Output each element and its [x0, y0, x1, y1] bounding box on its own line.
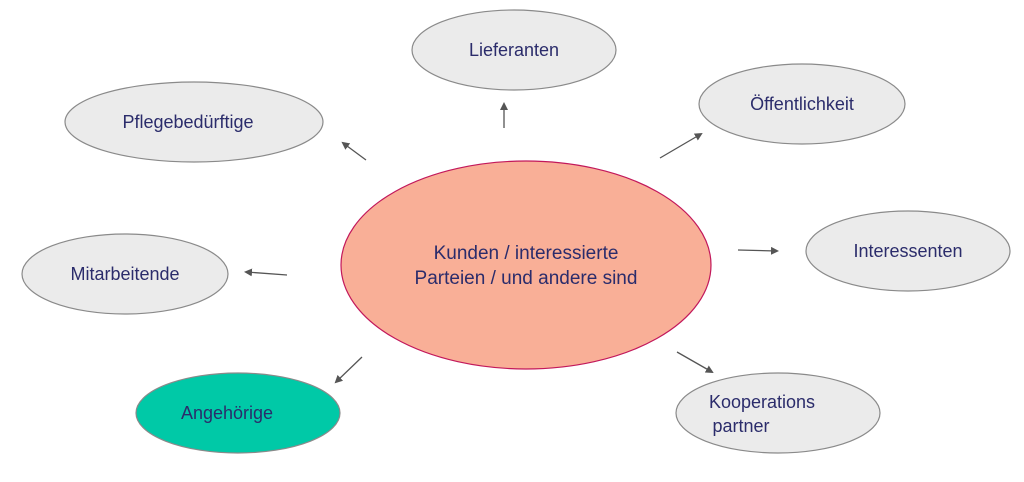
node-lieferanten-ellipse: [411, 9, 617, 91]
node-oeffentlichkeit: Öffentlichkeit: [698, 63, 906, 145]
node-pflegebeduerftige-ellipse: [64, 81, 324, 163]
node-kooperationspartner: Kooperations partner: [675, 372, 881, 454]
node-lieferanten-label: Lieferanten: [469, 40, 559, 60]
node-oeffentlichkeit-ellipse: [698, 63, 906, 145]
arrow-to-angehoerige: [334, 356, 363, 384]
center-label-line2: Parteien / und andere sind: [415, 268, 638, 289]
node-pflegebeduerftige: Pflegebedürftige: [64, 81, 324, 163]
center-node: Kunden / interessierte Parteien / und an…: [340, 160, 712, 370]
node-angehoerige-label: Angehörige: [181, 403, 273, 423]
arrow-to-mitarbeitende: [244, 268, 288, 277]
arrow-to-pflegebeduerftige: [341, 141, 367, 161]
node-pflegebeduerftige-label: Pflegebedürftige: [122, 112, 253, 132]
node-lieferanten: Lieferanten: [411, 9, 617, 91]
arrow-to-kooperationspartner: [676, 351, 714, 373]
center-label-line1: Kunden / interessierte: [434, 243, 619, 264]
arrow-to-interessenten: [737, 246, 779, 255]
node-kooperationspartner-ellipse: [675, 372, 881, 454]
node-angehoerige: Angehörige: [135, 372, 341, 454]
node-interessenten: Interessenten: [805, 210, 1011, 292]
node-mitarbeitende: Mitarbeitende: [21, 233, 229, 315]
node-kooperationspartner-label-line2: partner: [712, 416, 769, 436]
node-interessenten-label: Interessenten: [853, 241, 962, 261]
node-mitarbeitende-label: Mitarbeitende: [70, 264, 179, 284]
center-ellipse: [340, 160, 712, 370]
node-interessenten-ellipse: [805, 210, 1011, 292]
node-angehoerige-ellipse: [135, 372, 341, 454]
arrow-to-oeffentlichkeit: [659, 132, 703, 159]
node-oeffentlichkeit-label: Öffentlichkeit: [750, 94, 854, 114]
node-mitarbeitende-ellipse: [21, 233, 229, 315]
node-kooperationspartner-label-line1: Kooperations: [709, 392, 815, 412]
